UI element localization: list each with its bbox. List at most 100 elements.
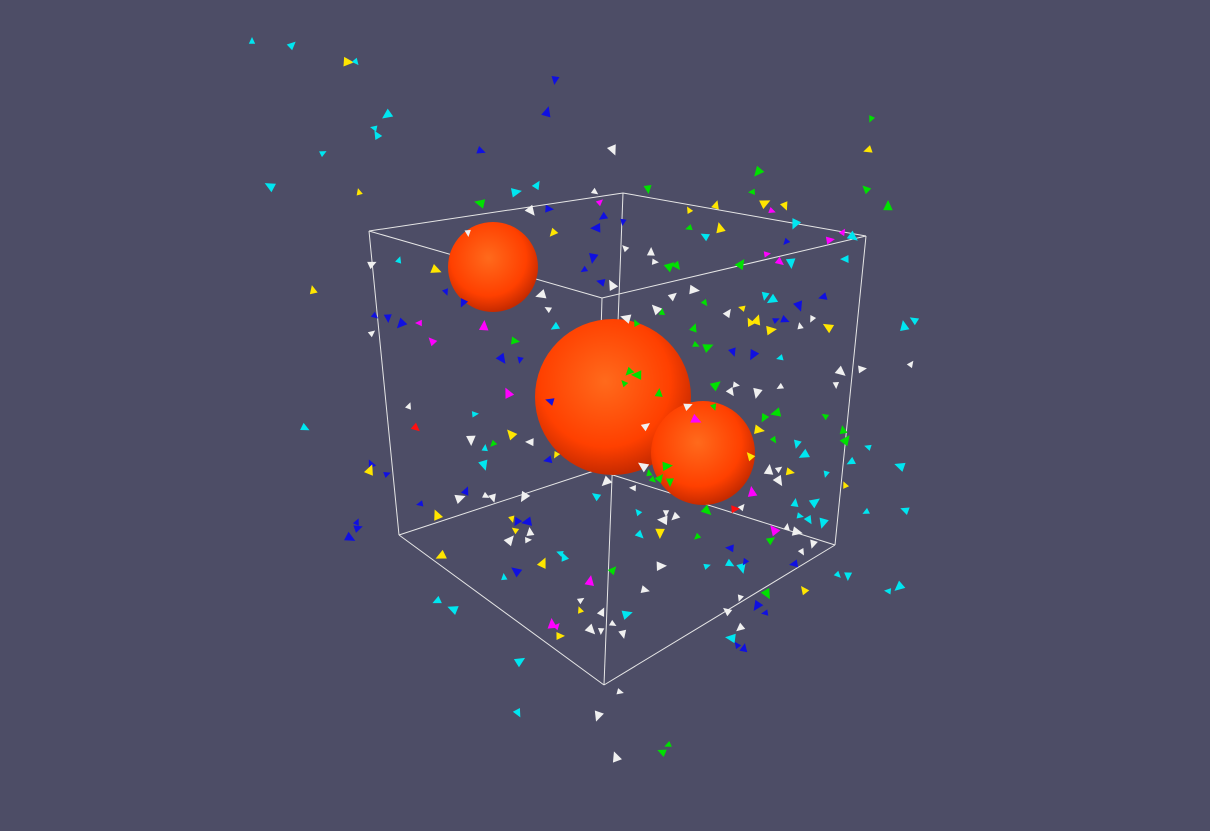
cone-glyph [819, 517, 829, 529]
cone-glyph [478, 320, 489, 331]
cone-glyph [370, 311, 379, 319]
cone-glyph [609, 279, 619, 292]
cone-glyph [655, 528, 665, 539]
cone-glyph [731, 505, 740, 514]
cone-glyph [352, 518, 359, 526]
cone-glyph [651, 258, 659, 265]
cone-glyph [909, 317, 920, 326]
cone-glyph [541, 106, 551, 118]
cone-glyph [716, 222, 726, 234]
cone-glyph [694, 532, 702, 540]
cone-glyph [665, 478, 674, 487]
cone-glyph [900, 507, 910, 515]
cone-glyph [780, 314, 790, 323]
cone-glyph [536, 557, 546, 569]
cone-glyph [894, 462, 906, 472]
cone-glyph [884, 588, 892, 595]
cone-glyph [792, 218, 802, 230]
cone-glyph [658, 308, 666, 315]
box-edge [368, 192, 624, 232]
cone-glyph [748, 188, 755, 196]
cone-glyph [785, 258, 796, 269]
cone-glyph [703, 563, 711, 570]
cone-glyph [616, 688, 624, 695]
cone-glyph [791, 526, 803, 536]
cone-glyph [797, 547, 804, 556]
cone-glyph [683, 403, 693, 412]
cone-glyph [690, 413, 702, 423]
cone-glyph [370, 125, 378, 132]
cone-glyph [723, 607, 733, 617]
box-edge [601, 235, 867, 299]
cone-glyph [319, 151, 327, 158]
box-edge [622, 192, 867, 237]
cone-glyph [309, 285, 318, 295]
cone-glyph [648, 475, 656, 483]
cone-glyph [620, 218, 627, 226]
cone-glyph [612, 751, 622, 763]
cone-glyph [395, 256, 402, 264]
cone-glyph [620, 314, 632, 324]
cone-glyph [709, 381, 721, 392]
cone-glyph [576, 597, 585, 605]
cone-glyph [549, 227, 559, 237]
cone-glyph [722, 308, 731, 319]
cone-glyph [689, 323, 697, 333]
cone-glyph [770, 525, 781, 537]
cone-glyph [751, 314, 761, 326]
cone-glyph [839, 425, 848, 435]
cone-glyph [432, 595, 442, 604]
cone-glyph [543, 455, 553, 464]
cone-glyph [513, 657, 526, 668]
cone-glyph [822, 323, 835, 334]
cone-glyph [746, 452, 756, 462]
cone-glyph [770, 407, 782, 417]
cone-glyph [753, 599, 764, 611]
cone-glyph [737, 594, 744, 602]
cone-glyph [657, 749, 667, 758]
cone-glyph [800, 586, 810, 596]
cone-glyph [428, 337, 438, 347]
cone-glyph [590, 187, 599, 195]
cone-glyph [596, 607, 605, 617]
cone-glyph [769, 435, 777, 444]
cone-glyph [464, 229, 471, 237]
cone-glyph [634, 529, 644, 539]
cone-glyph [490, 439, 498, 447]
cone-glyph [785, 467, 795, 476]
cone-glyph [590, 223, 601, 233]
cone-glyph [654, 474, 664, 484]
cone-glyph [578, 606, 584, 614]
cone-glyph [776, 382, 785, 389]
cone-glyph [374, 130, 383, 141]
cone-glyph [810, 539, 818, 549]
cone-glyph [591, 493, 602, 502]
cone-glyph [761, 609, 769, 616]
cone-glyph [552, 623, 560, 631]
cone-glyph [656, 561, 667, 571]
box-edge [398, 534, 605, 686]
cone-glyph [759, 200, 771, 210]
cone-glyph [643, 185, 652, 194]
cone-glyph [625, 366, 635, 376]
box-edge [398, 469, 598, 536]
cone-glyph [774, 256, 784, 266]
cone-glyph [601, 475, 613, 487]
cone-glyph [517, 356, 524, 364]
cone-glyph [512, 708, 521, 718]
cone-glyph [671, 511, 681, 521]
cone-glyph [789, 559, 799, 568]
cone-glyph [618, 629, 627, 639]
cone-glyph [525, 438, 534, 447]
cone-glyph [700, 233, 711, 242]
cone-glyph [580, 265, 589, 273]
cone-glyph [685, 224, 693, 231]
cone-glyph [264, 183, 276, 193]
cone-glyph [646, 469, 653, 477]
cone-glyph [906, 360, 914, 369]
cone-glyph [410, 422, 420, 432]
cone-glyph [554, 450, 561, 459]
cone-glyph [793, 439, 802, 449]
cone-glyph [521, 516, 533, 526]
